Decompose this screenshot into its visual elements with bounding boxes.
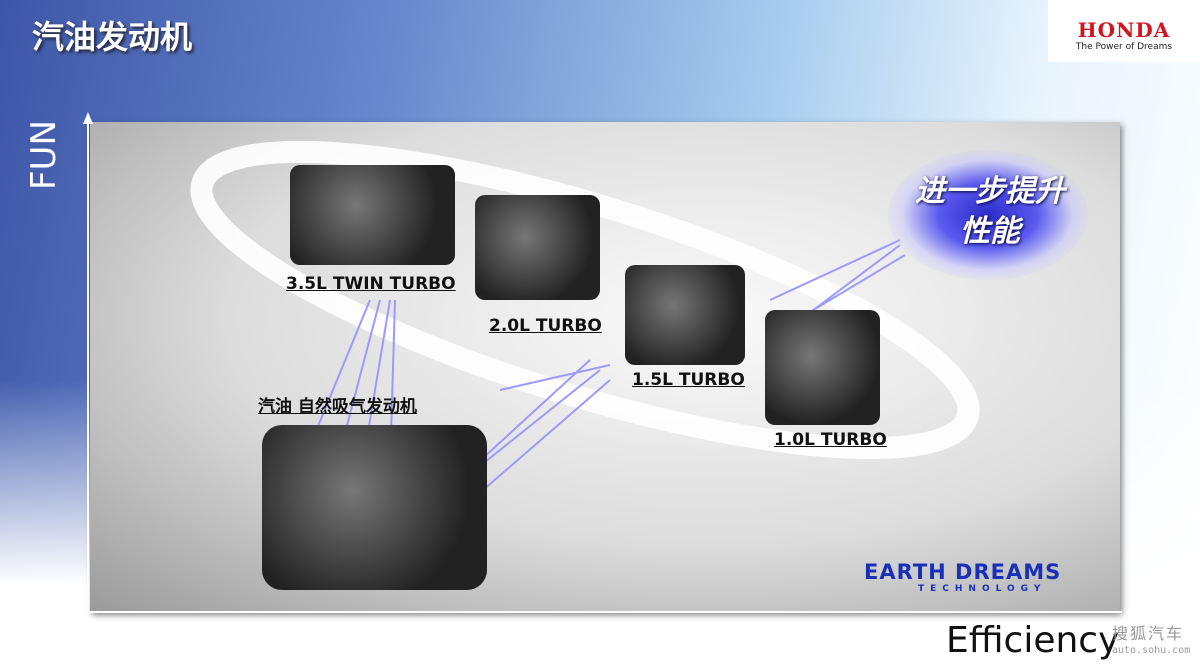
engine-label: 1.5L TURBO bbox=[632, 370, 745, 390]
watermark: 搜狐汽车 bbox=[1112, 624, 1185, 643]
brand-tagline: The Power of Dreams bbox=[1075, 42, 1173, 52]
highlight-line-2: 性能 bbox=[960, 214, 1020, 249]
y-axis-arrowhead bbox=[83, 112, 93, 124]
engine-15l-image bbox=[625, 265, 745, 365]
engine-label: 汽油 自然吸气发动机 bbox=[258, 397, 417, 417]
highlight-text: 进一步提升 性能 bbox=[900, 172, 1080, 252]
y-axis-label: FUN bbox=[24, 120, 64, 190]
earth-dreams-logo: EARTH DREAMS bbox=[864, 560, 1062, 584]
engine-label: 1.0L TURBO bbox=[774, 430, 887, 450]
engine-10l-image bbox=[765, 310, 880, 425]
engine-label: 2.0L TURBO bbox=[489, 316, 602, 336]
honda-logo: HONDA The Power of Dreams bbox=[1048, 0, 1200, 62]
highlight-line-1: 进一步提升 bbox=[915, 174, 1065, 209]
na-engines-image bbox=[262, 425, 487, 590]
engine-35l-image bbox=[290, 165, 455, 265]
brand-name: HONDA bbox=[1077, 18, 1171, 42]
watermark-url: auto.sohu.com bbox=[1112, 645, 1191, 656]
slide-title: 汽油发动机 bbox=[32, 18, 193, 56]
engine-20l-image bbox=[475, 195, 600, 300]
x-axis-label: Efficiency bbox=[946, 620, 1120, 661]
progress-arrows bbox=[299, 239, 906, 511]
highlight-glow bbox=[888, 150, 1088, 280]
engine-label: 3.5L TWIN TURBO bbox=[286, 274, 456, 294]
earth-dreams-sub: TECHNOLOGY bbox=[918, 584, 1047, 594]
